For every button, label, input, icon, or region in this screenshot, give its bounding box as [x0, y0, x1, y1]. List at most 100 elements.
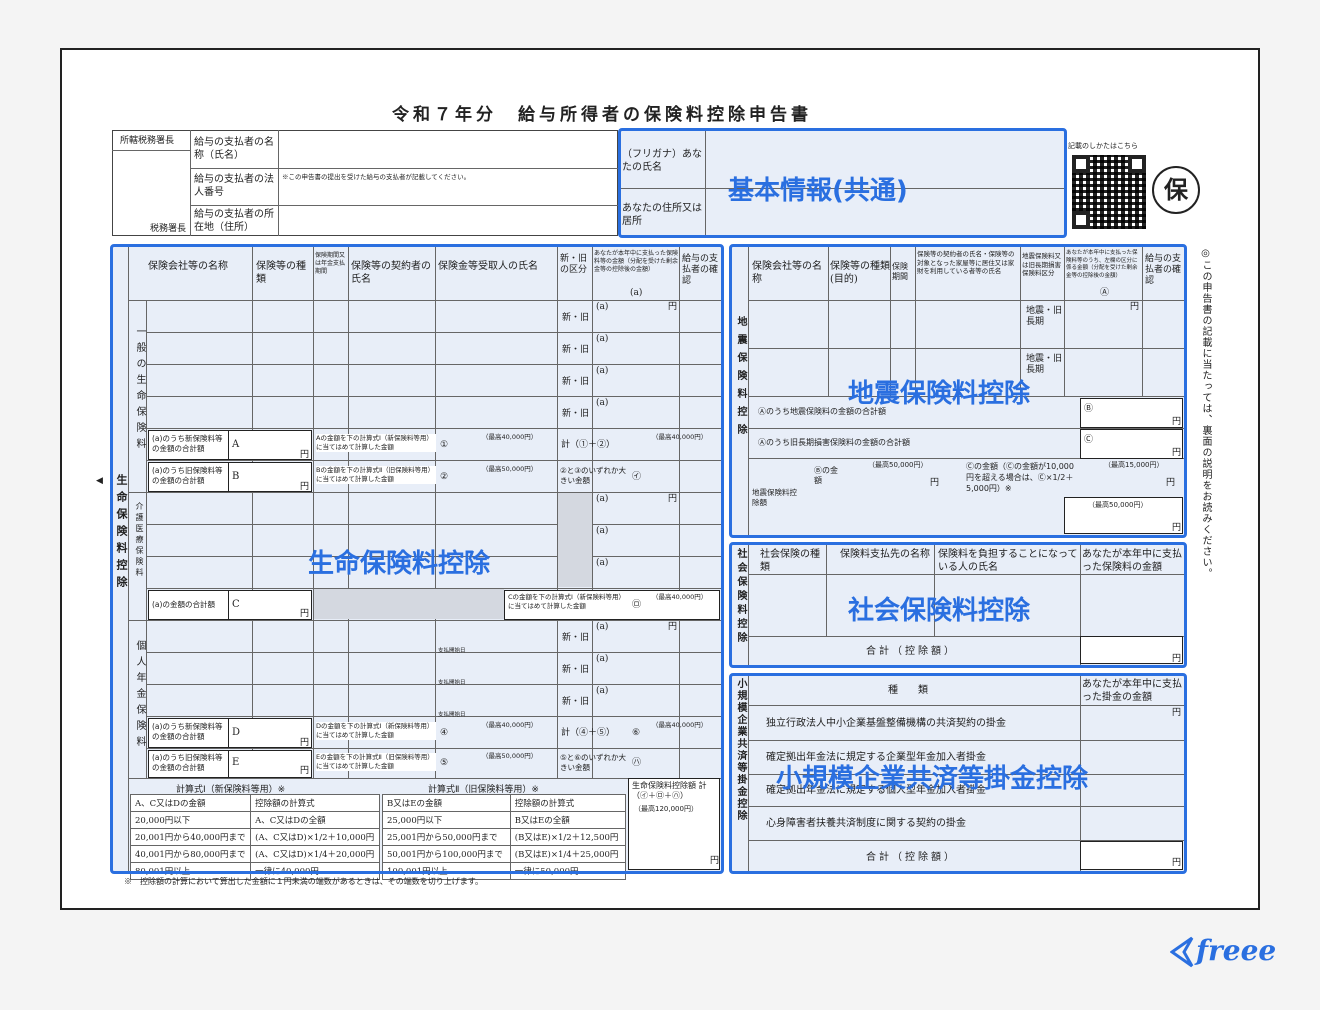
f2-row: (B又はE)×1/4＋25,000円 [509, 845, 627, 863]
eq-col-confirm: 給与の支払者の確認 [1145, 254, 1182, 286]
c5-mark: ⑤ [440, 758, 449, 768]
smallbiz-highlight[interactable] [729, 673, 1187, 874]
life-col-confirm: 給与の支払者の確認 [682, 254, 719, 286]
life-col-contractor: 保険等の契約者の氏名 [351, 261, 431, 285]
arrow-left-icon: ◀ [96, 476, 103, 486]
sum-b-mark: B [232, 471, 240, 482]
social-col-bearer: 保険料を負担することになっている人の氏名 [938, 549, 1078, 573]
smallbiz-section [731, 675, 1185, 872]
sum-a-label: (a)のうち新保険料等の金額の合計額 [152, 434, 223, 453]
a-mark: (a) [596, 654, 609, 664]
max40-c: （最高40,000円） [652, 593, 708, 601]
a-mark: (a) [596, 558, 609, 568]
social-total-box[interactable] [1080, 636, 1183, 664]
smallbiz-total-box[interactable] [1080, 841, 1183, 870]
yen-mark: 円 [300, 766, 310, 776]
smallbiz-col-amount: あなたが本年中に支払った掛金の金額 [1082, 679, 1182, 703]
sum-a-box[interactable] [148, 430, 312, 460]
f1-head-b: 控除額の計算式 [250, 794, 380, 812]
calc-d-label: Dの金額を下の計算式Ⅰ（新保険料等用）に当てはめて計算した金額 [316, 722, 436, 740]
footnote: ※ 控除額の計算において算出した金額に１円未満の端数があるときは、その端数を切り… [124, 877, 483, 886]
sum-b-box[interactable] [148, 462, 312, 492]
newold-5[interactable]: 新・旧 [562, 633, 590, 643]
c4-mark: ④ [440, 728, 449, 738]
yen-mark: 円 [1172, 708, 1182, 718]
sum-c-box[interactable] [148, 590, 312, 620]
yen-mark: 円 [668, 622, 678, 632]
smallbiz-label: 小規模企業共済等掛金控除 [776, 764, 1089, 794]
newold-1[interactable]: 新・旧 [562, 313, 590, 323]
calc-a-label: Aの金額を下の計算式Ⅰ（新保険料等用）に当てはめて計算した金額 [316, 434, 436, 452]
page-title: 令和７年分 給与所得者の保険料控除申告書 [392, 105, 812, 125]
tax-office-suffix: 税務署長 [150, 224, 187, 234]
eq-b-amount: Ⓑの金額 [814, 466, 838, 485]
payer-name-label: 給与の支払者の名称（氏名） [194, 137, 274, 161]
life-col-type: 保険等の種類 [256, 261, 306, 285]
smallbiz-row-4: 心身障害者扶養共済制度に関する契約の掛金 [766, 818, 966, 829]
pay-start-2: 支払開始日 [438, 680, 466, 686]
sum-e-box[interactable] [148, 750, 312, 778]
larger12-label: ②と③のいずれか大きい金額 [560, 466, 626, 485]
yen-mark: 円 [300, 450, 310, 460]
eq-kind-1[interactable]: 地震・旧長期 [1026, 306, 1063, 327]
qr-caption: 記載のしかたはこちら [1068, 142, 1138, 150]
eq-b-box[interactable] [1080, 398, 1183, 428]
social-highlight[interactable] [729, 542, 1187, 668]
earthquake-highlight[interactable] [729, 244, 1187, 538]
payer-address-label: 給与の支払者の所在地（住所） [194, 209, 274, 233]
eq-col-amount: あなたが本年中に支払った保険料等のうち、左欄の区分に係る金額（分配を受けた剰余金… [1066, 250, 1138, 279]
formula1-title: 計算式Ⅰ（新保険料等用）※ [176, 785, 286, 795]
life-col-company: 保険会社等の名称 [148, 261, 228, 272]
social-col-payee: 保険料支払先の名称 [840, 549, 930, 560]
cat-pension: 個人年金保険料 [134, 640, 145, 752]
a-mark: (a) [596, 686, 609, 696]
sum-b-label: (a)のうち旧保険料等の金額の合計額 [152, 466, 223, 485]
max50-b: （最高50,000円） [482, 465, 538, 473]
c1-mark: ① [440, 440, 449, 450]
freee-logo-icon [1169, 932, 1194, 972]
payer-number-note: ※この申告書の提出を受けた給与の支払者が記載してください。 [282, 173, 471, 181]
a-mark: (a) [596, 494, 609, 504]
life-label: 生命保険料控除 [308, 549, 491, 579]
f2-row: 25,001円から50,000円まで [382, 828, 511, 846]
c6-mark: ⑥ [632, 728, 641, 738]
eq-deduct-label: 地震保険料控除額 [752, 488, 797, 507]
care-grey-row [314, 589, 504, 619]
eq-c-box[interactable] [1080, 429, 1183, 459]
eq-kind-2[interactable]: 地震・旧長期 [1026, 354, 1063, 375]
social-label: 社会保険料控除 [848, 596, 1031, 626]
newold-4[interactable]: 新・旧 [562, 409, 590, 419]
calc-c-label: Cの金額を下の計算式Ⅰ（新保険料等用）に当てはめて計算した金額 [508, 593, 625, 610]
yen-mark: 円 [1166, 478, 1176, 488]
payer-name-field[interactable] [280, 132, 616, 166]
eq-c-formula: Ⓒの金額（Ⓒの金額が10,000円を超える場合は、Ⓒ×1/2＋5,000円）※ [966, 462, 1074, 493]
yen-mark: 円 [710, 856, 720, 866]
sum-c-mark: C [232, 599, 240, 610]
smallbiz-side-label: 小規模企業共済等掛金控除 [735, 678, 746, 822]
grand-total-box[interactable] [628, 778, 720, 870]
smallbiz-row-3: 確定拠出年金法に規定する個人型年金加入者掛金 [766, 785, 986, 796]
newold-2[interactable]: 新・旧 [562, 345, 590, 355]
newold-7[interactable]: 新・旧 [562, 697, 590, 707]
social-total: 合計（控除額） [866, 646, 957, 657]
qr-code-icon[interactable] [1072, 155, 1146, 229]
newold-3[interactable]: 新・旧 [562, 377, 590, 387]
calc-c-box[interactable] [504, 590, 720, 620]
life-highlight[interactable] [110, 244, 724, 874]
basic-info-highlight[interactable] [618, 128, 1067, 238]
sum-d-box[interactable] [148, 718, 312, 748]
payer-address-field[interactable] [280, 207, 616, 235]
pay-start-1: 支払開始日 [438, 648, 466, 654]
calc-e-label: Eの金額を下の計算式Ⅱ（旧保険料等用）に当てはめて計算した金額 [316, 753, 436, 771]
sum-e-label: (a)のうち旧保険料等の金額の合計額 [152, 753, 223, 772]
eq-total-box[interactable] [1064, 497, 1183, 534]
eq-col-amount-mark: Ⓐ [1100, 288, 1110, 298]
header-left [112, 130, 618, 236]
stamp-icon: 保 [1152, 166, 1200, 214]
yen-mark: 円 [668, 302, 678, 312]
newold-6[interactable]: 新・旧 [562, 665, 590, 675]
yen-mark: 円 [300, 738, 310, 748]
pay-start-3: 支払開始日 [438, 712, 466, 718]
f1-row: 20,000円以下 [129, 811, 252, 829]
